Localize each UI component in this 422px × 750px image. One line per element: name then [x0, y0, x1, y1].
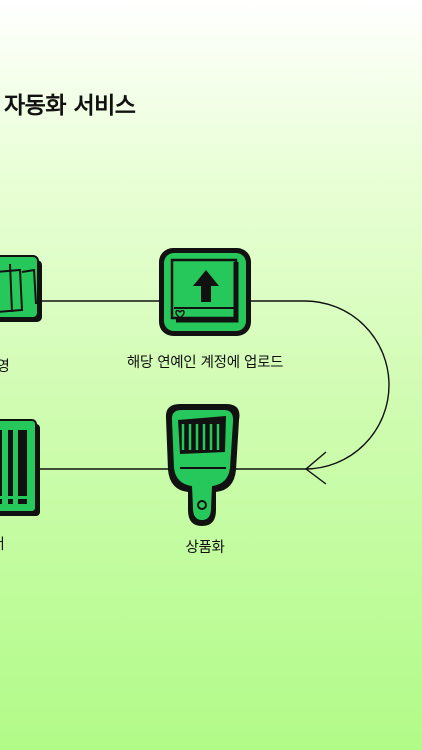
barcode-icon [0, 419, 40, 516]
paintbrush-icon [165, 404, 240, 526]
page-title: 자동화 서비스 [4, 93, 136, 119]
step-label: 상품화 [185, 540, 225, 556]
flow-connector [35, 300, 390, 470]
step-label: 영 [0, 359, 10, 375]
arrow-head [304, 451, 327, 485]
step-label: 해당 연예인 계정에 업로드 [126, 355, 284, 371]
photo-cards-icon [0, 255, 42, 322]
upload-image-icon [159, 248, 251, 336]
step-label: 서 [0, 533, 5, 554]
